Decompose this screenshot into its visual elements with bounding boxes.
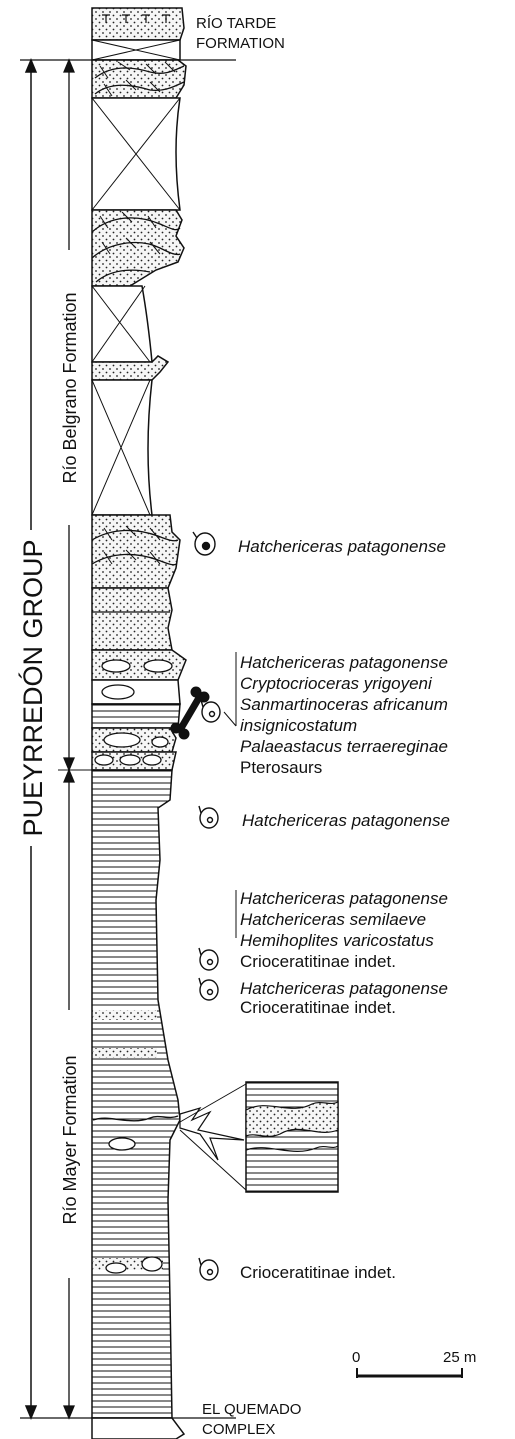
lithology-column bbox=[92, 8, 244, 1439]
fossil-annotation: Hatchericeras patagonense Hatchericeras … bbox=[240, 889, 453, 971]
concretion-bed-3 bbox=[92, 704, 180, 728]
ammonite-icon bbox=[193, 532, 215, 555]
shale-interval bbox=[92, 770, 180, 1418]
scale-bar: 0 25 m bbox=[352, 1349, 476, 1378]
rio-belgrano-label: Río Belgrano Formation bbox=[60, 292, 80, 483]
top-formation-label: RÍO TARDE FORMATION bbox=[196, 15, 285, 52]
ammonite-icon bbox=[199, 948, 218, 970]
ammonite-icon bbox=[199, 978, 218, 1000]
sandstone-bed-4 bbox=[92, 515, 180, 588]
fossil-annotation: Hatchericeras patagonense bbox=[238, 537, 446, 556]
rio-tarde-bed bbox=[92, 8, 184, 40]
scale-start-label: 0 bbox=[352, 1349, 360, 1366]
interfingering-wedge bbox=[180, 1108, 244, 1160]
ammonite-icon bbox=[199, 1258, 218, 1280]
rio-mayer-label: Río Mayer Formation bbox=[60, 1055, 80, 1224]
group-label: PUEYRREDÓN GROUP bbox=[17, 539, 48, 836]
scale-end-label: 25 m bbox=[443, 1349, 476, 1366]
fossil-annotation: Hatchericeras patagonense Crioceratitina… bbox=[240, 979, 453, 1017]
fossil-annotation: Crioceratitinae indet. bbox=[240, 1263, 396, 1282]
fossil-annotation: Hatchericeras patagonense Cryptocriocera… bbox=[240, 653, 453, 777]
ammonite-icon bbox=[199, 806, 218, 828]
ammonite-icon bbox=[201, 700, 220, 722]
bottom-formation-label: EL QUEMADO COMPLEX bbox=[202, 1401, 306, 1438]
ammonite-icons bbox=[193, 532, 220, 1280]
sandstone-bed-1 bbox=[92, 60, 186, 98]
el-quemado-bed bbox=[92, 1418, 184, 1439]
sandstone-bed-5 bbox=[92, 588, 172, 650]
fossil-annotation: Hatchericeras patagonense bbox=[242, 811, 450, 830]
